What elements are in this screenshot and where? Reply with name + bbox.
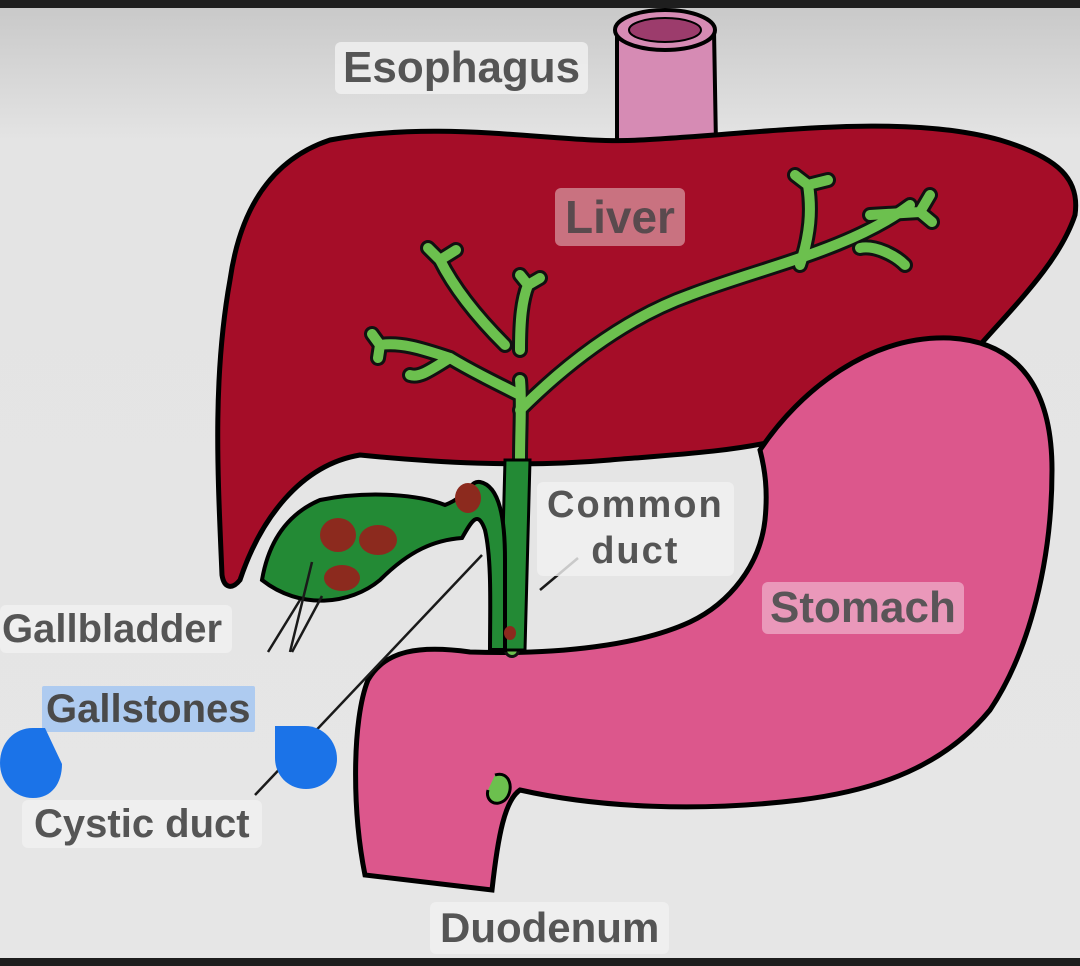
esophagus-shape	[613, 8, 719, 147]
gallbladder-shape	[259, 479, 508, 652]
common-duct-label-line1: Common	[547, 484, 724, 526]
gallstones	[320, 483, 516, 640]
selection-end-handle[interactable]	[275, 726, 341, 802]
bile-duct-tree	[364, 167, 940, 658]
cystic-duct-label: Cystic duct	[22, 800, 262, 848]
liver-label: Liver	[555, 188, 685, 247]
papilla-shape	[485, 772, 512, 805]
gallstones-label[interactable]: Gallstones	[42, 686, 255, 732]
common-duct-label-line2: duct	[591, 529, 680, 572]
stomach-shape	[353, 335, 1055, 893]
common-duct-label: Common duct	[537, 482, 734, 576]
esophagus-label: Esophagus	[335, 42, 589, 95]
stomach-label: Stomach	[762, 582, 964, 635]
gallbladder-label: Gallbladder	[0, 605, 233, 653]
duodenum-label: Duodenum	[430, 902, 670, 955]
selection-start-handle[interactable]	[0, 728, 66, 804]
